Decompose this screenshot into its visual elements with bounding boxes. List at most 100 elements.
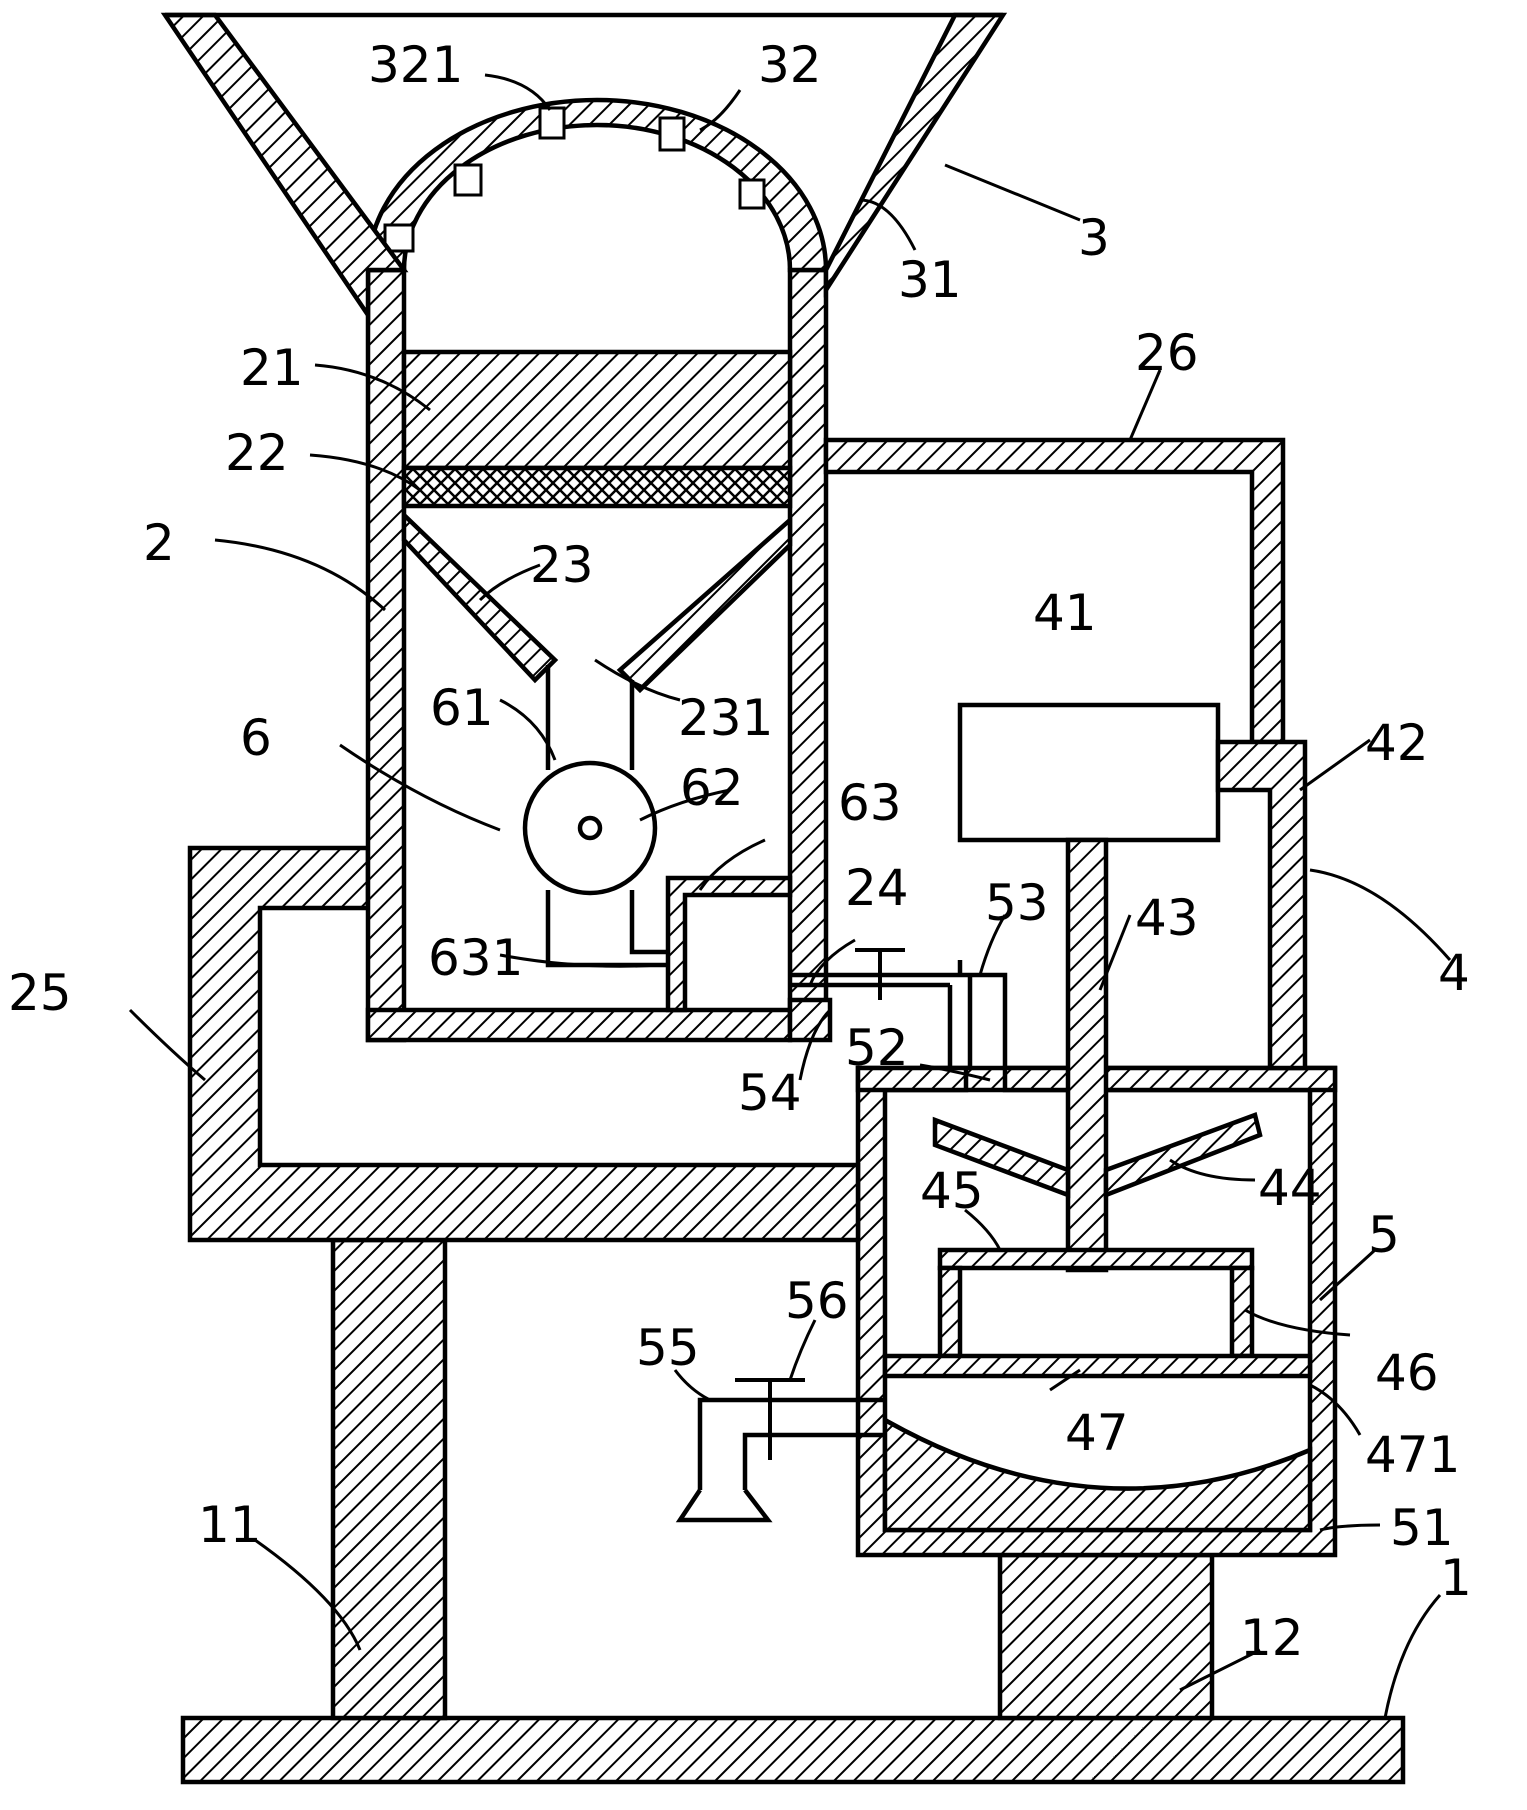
stirring-blade-right bbox=[1103, 1112, 1263, 1199]
leader-23 bbox=[478, 563, 541, 602]
outlet-pipe bbox=[697, 1397, 885, 1490]
stirring-blade-left bbox=[932, 1116, 1071, 1199]
roller-axle bbox=[577, 815, 603, 841]
dome-hole bbox=[453, 163, 483, 197]
inlet-pipe bbox=[790, 960, 1008, 1068]
leader-25 bbox=[128, 1008, 206, 1082]
label-26: 26 bbox=[1135, 324, 1199, 382]
leader-62 bbox=[639, 788, 731, 822]
tank-top-right bbox=[1002, 1065, 1338, 1093]
leader-46 bbox=[1244, 1308, 1351, 1337]
leader-631 bbox=[499, 953, 661, 968]
outlet-nozzle bbox=[675, 1488, 773, 1523]
leader-56 bbox=[788, 1319, 817, 1381]
label-42: 42 bbox=[1365, 714, 1429, 772]
dome-hole bbox=[538, 106, 566, 140]
material-block bbox=[401, 349, 793, 471]
label-55: 55 bbox=[636, 1319, 700, 1377]
label-62: 62 bbox=[680, 759, 744, 817]
leader-54 bbox=[798, 1008, 832, 1081]
base-plate bbox=[180, 1715, 1406, 1785]
label-31: 31 bbox=[898, 251, 962, 309]
leader-61 bbox=[499, 698, 557, 761]
label-23: 23 bbox=[530, 536, 594, 594]
leader-47 bbox=[1049, 1368, 1081, 1392]
dome-hole bbox=[738, 178, 766, 210]
label-12: 12 bbox=[1240, 1609, 1304, 1667]
leader-53 bbox=[978, 914, 1007, 976]
label-4: 4 bbox=[1438, 944, 1470, 1002]
label-321: 321 bbox=[368, 36, 463, 94]
leader-31 bbox=[859, 198, 917, 251]
tank-top-left bbox=[855, 1065, 969, 1093]
inner-funnel-right bbox=[616, 515, 793, 694]
leader-21 bbox=[314, 363, 431, 412]
label-52: 52 bbox=[845, 1019, 909, 1077]
label-5: 5 bbox=[1368, 1206, 1400, 1264]
label-51: 51 bbox=[1390, 1499, 1454, 1557]
leader-11 bbox=[254, 1538, 362, 1651]
leader-5 bbox=[1318, 1248, 1377, 1302]
label-11: 11 bbox=[198, 1496, 262, 1554]
label-63: 63 bbox=[838, 774, 902, 832]
leader-26 bbox=[1128, 369, 1162, 441]
left-support-column bbox=[330, 1237, 448, 1721]
leader-2 bbox=[214, 538, 387, 612]
label-24: 24 bbox=[845, 859, 909, 917]
leader-51 bbox=[1319, 1523, 1381, 1532]
label-53: 53 bbox=[985, 874, 1049, 932]
label-45: 45 bbox=[920, 1162, 984, 1220]
inner-funnel-left bbox=[401, 509, 559, 684]
leader-471 bbox=[1309, 1383, 1362, 1436]
transfer-duct bbox=[187, 845, 861, 1243]
label-3: 3 bbox=[1078, 209, 1110, 267]
label-44: 44 bbox=[1258, 1159, 1322, 1217]
label-631: 631 bbox=[428, 929, 523, 987]
right-support-column bbox=[997, 1552, 1215, 1721]
dome-hole bbox=[383, 223, 415, 253]
motor-box bbox=[957, 702, 1221, 843]
filter-mesh bbox=[401, 465, 793, 509]
label-56: 56 bbox=[785, 1272, 849, 1330]
label-43: 43 bbox=[1135, 889, 1199, 947]
leader-3 bbox=[944, 163, 1081, 222]
press-plate bbox=[882, 1353, 1313, 1379]
leader-52 bbox=[919, 1063, 991, 1082]
dome-cap bbox=[365, 97, 829, 273]
label-25: 25 bbox=[8, 964, 72, 1022]
barrel-left-wall bbox=[365, 267, 407, 1043]
leader-63 bbox=[698, 838, 766, 891]
leader-321 bbox=[484, 73, 552, 111]
label-21: 21 bbox=[240, 339, 304, 397]
leader-44 bbox=[1169, 1158, 1256, 1182]
guide-line-right bbox=[629, 890, 668, 955]
leader-1 bbox=[1383, 1594, 1442, 1719]
barrel-bottom bbox=[365, 1007, 793, 1043]
curved-bottom-liner bbox=[882, 1416, 1313, 1533]
label-22: 22 bbox=[225, 424, 289, 482]
label-471: 471 bbox=[1365, 1426, 1460, 1484]
valve-seat bbox=[787, 997, 833, 1043]
label-32: 32 bbox=[758, 36, 822, 94]
leader-43 bbox=[1098, 914, 1132, 991]
drive-shaft bbox=[1065, 837, 1109, 1273]
leader-12 bbox=[1179, 1648, 1261, 1692]
barrel-right-wall bbox=[787, 267, 829, 1013]
leader-22 bbox=[309, 453, 421, 492]
label-2: 2 bbox=[143, 514, 175, 572]
press-head-top bbox=[937, 1247, 1255, 1271]
leader-24 bbox=[808, 938, 856, 986]
press-head-left bbox=[937, 1265, 963, 1359]
leader-6 bbox=[339, 743, 501, 832]
label-61: 61 bbox=[430, 679, 494, 737]
leader-32 bbox=[699, 89, 742, 132]
label-46: 46 bbox=[1375, 1344, 1439, 1402]
label-1: 1 bbox=[1440, 1549, 1472, 1607]
leader-42 bbox=[1299, 738, 1371, 792]
motor-bracket bbox=[1215, 739, 1308, 1071]
dome-hole bbox=[658, 116, 686, 152]
label-47: 47 bbox=[1065, 1404, 1129, 1462]
leader-55 bbox=[673, 1369, 711, 1402]
leader-231 bbox=[594, 658, 681, 702]
collector-box bbox=[665, 875, 793, 1013]
